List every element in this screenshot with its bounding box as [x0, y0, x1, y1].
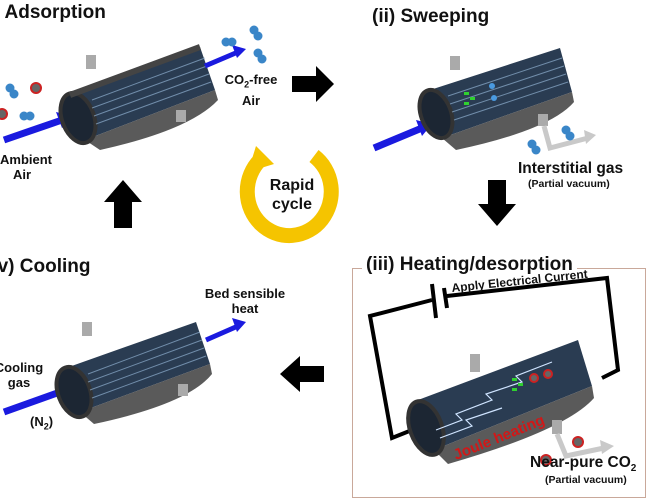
label-cooling-gas: Cooling gas: [0, 360, 44, 390]
label-heating-partial-vacuum: (Partial vacuum): [545, 474, 627, 486]
label-ambient: Ambient: [0, 152, 52, 167]
co2-molecules: [540, 436, 584, 466]
label-air-out: Air: [241, 92, 261, 108]
label-sweeping-partial-vacuum: (Partial vacuum): [528, 178, 610, 190]
label-interstitial-gas: Interstitial gas: [518, 160, 624, 177]
label-co2-free: CO2-free: [224, 72, 278, 90]
adsorbent-bed: [417, 48, 574, 150]
cooling-diagram: [2, 318, 246, 424]
stage-title-sweeping: (ii) Sweeping: [372, 6, 490, 27]
step-arrow-left: [280, 356, 324, 392]
sweeping-diagram: [372, 48, 596, 155]
outlet-flow-arrow: [204, 318, 246, 343]
step-arrow-down: [478, 180, 516, 226]
label-co2-free-air: CO2-free Air: [222, 72, 280, 108]
cycle-label-cycle: cycle: [271, 196, 313, 213]
n2-molecules: [5, 25, 267, 121]
step-arrow-right: [292, 66, 334, 102]
label-air: Air: [12, 167, 32, 182]
adsorbent-bed: [58, 44, 218, 150]
adsorbent-bed: [406, 340, 594, 464]
heating-diagram: Joule heating Apply Electrical Current: [367, 267, 621, 466]
label-n2: (N2): [30, 414, 54, 432]
stage-title-cooling: (iv) Cooling: [0, 256, 91, 277]
label-ambient-air: Ambient Air: [0, 152, 52, 182]
label-gas: gas: [7, 375, 31, 390]
label-near-pure-co2: Near-pure CO2: [530, 454, 637, 475]
cycle-label: Rapid cycle: [264, 176, 320, 214]
outlet-flow-arrow: [204, 45, 246, 69]
stage-title-adsorption: (i) Adsorption: [0, 2, 106, 23]
co2-molecules: [0, 82, 42, 120]
outlet-gray-arrow: [554, 433, 614, 459]
electric-circuit: [367, 275, 621, 441]
n2-molecules: [527, 125, 575, 155]
outlet-gray-arrow: [541, 125, 596, 152]
adsorption-diagram: [0, 25, 267, 150]
label-heat: heat: [231, 301, 259, 316]
label-cooling: Cooling: [0, 360, 44, 375]
stage-title-heating: (iii) Heating/desorption: [362, 254, 577, 276]
apply-current-label: Apply Electrical Current: [451, 267, 588, 295]
adsorbent-bed: [54, 322, 212, 424]
cycle-arrow-icon: [239, 146, 339, 244]
step-arrow-up: [104, 180, 142, 228]
label-bed-sensible-heat: Bed sensible heat: [200, 286, 290, 316]
cycle-label-rapid: Rapid: [269, 177, 315, 194]
label-bed-sensible: Bed sensible: [204, 286, 286, 301]
